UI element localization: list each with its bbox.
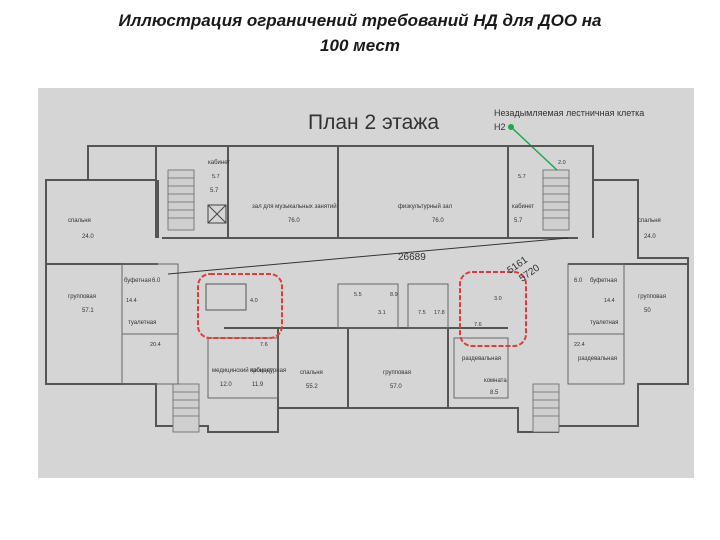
room-label: буфетная [124,278,151,284]
room-area: 6.0 [152,278,161,284]
small-label: 22.4 [574,342,585,348]
elevator-hall [205,283,247,311]
room-area: 57.0 [390,384,402,390]
room-label: спальня [68,218,91,224]
room-labels: спальня 24.0 зал для музыкальных занятий… [68,160,666,396]
room-area: 11.9 [252,382,264,388]
room-label: групповая [68,294,96,300]
highlight-zone-elevator [197,273,283,339]
floor-plan-panel: План 2 этажа Незадымляемая лестничная кл… [38,88,694,478]
slide-title: Иллюстрация ограничений требований НД дл… [0,8,720,58]
small-label: 5.7 [518,174,526,180]
room-area: 50 [644,308,651,314]
small-label: 20.4 [150,342,161,348]
room-label: спальня [300,370,323,376]
room-label: туалетная [590,320,618,326]
small-label: 5.7 [212,174,220,180]
small-labels: 5.7 4.0 5.7 14.4 20.4 14.4 22.4 17.8 3.1… [126,160,615,348]
small-label: 7.6 [260,342,268,348]
plan-heading: План 2 этажа [308,111,439,134]
small-label: 5.5 [354,292,362,298]
floor-plan-drawing: План 2 этажа Незадымляемая лестничная кл… [45,108,689,433]
room-area: 24.0 [644,234,656,240]
room-label: групповая [638,294,666,300]
dimension-main: 26689 [398,252,426,263]
elevator-cross-2 [207,204,227,224]
room-label: процедурная [250,368,286,374]
small-label: 4.0 [250,298,258,304]
room-label: комната [484,378,507,384]
interior-partitions [121,263,625,399]
building-outline [45,145,689,433]
room-label: буфетная [590,278,617,284]
room-label: туалетная [128,320,156,326]
room-label: раздевальная [578,356,617,362]
elevator-shaft [207,204,227,224]
small-label: 3.0 [494,296,502,302]
small-label: 7.6 [474,322,482,328]
small-label: 3.1 [378,310,386,316]
room-label: кабинет [512,204,534,210]
small-label: 7.5 [418,310,426,316]
room-area: 76.0 [288,218,300,224]
small-label: 14.4 [126,298,137,304]
annotation-line-2: Н2 [494,122,506,132]
small-label: 17.8 [434,310,445,316]
annotation-leader [510,126,559,172]
small-label: 2.0 [558,160,566,166]
room-label: раздевальная [462,356,501,362]
room-label: физкультурный зал [398,203,453,210]
room-area: 55.2 [306,384,318,390]
room-area: 6.0 [574,278,583,284]
small-label: 14.4 [604,298,615,304]
slide-title-line-2: 100 мест [320,36,400,55]
room-label: зал для музыкальных занятий [252,203,337,210]
staircases [167,169,570,433]
room-label: групповая [383,370,411,376]
small-label: 8.9 [390,292,398,298]
room-area: 5.7 [514,218,523,224]
room-area: 57.1 [82,308,94,314]
room-label: кабинет [208,160,230,166]
room-area: 24.0 [82,234,94,240]
room-area: 8.5 [490,390,499,396]
slide-title-line-1: Иллюстрация ограничений требований НД дл… [118,11,602,30]
room-area: 76.0 [432,218,444,224]
room-label: медицинский кабинет [212,367,273,374]
room-area: 5.7 [210,188,219,194]
dimension-line-main [167,237,569,275]
room-label: спальня [638,218,661,224]
annotation-line-1: Незадымляемая лестничная клетка [494,108,644,118]
room-area: 12.0 [220,382,232,388]
highlight-zone-toilet [459,271,527,347]
